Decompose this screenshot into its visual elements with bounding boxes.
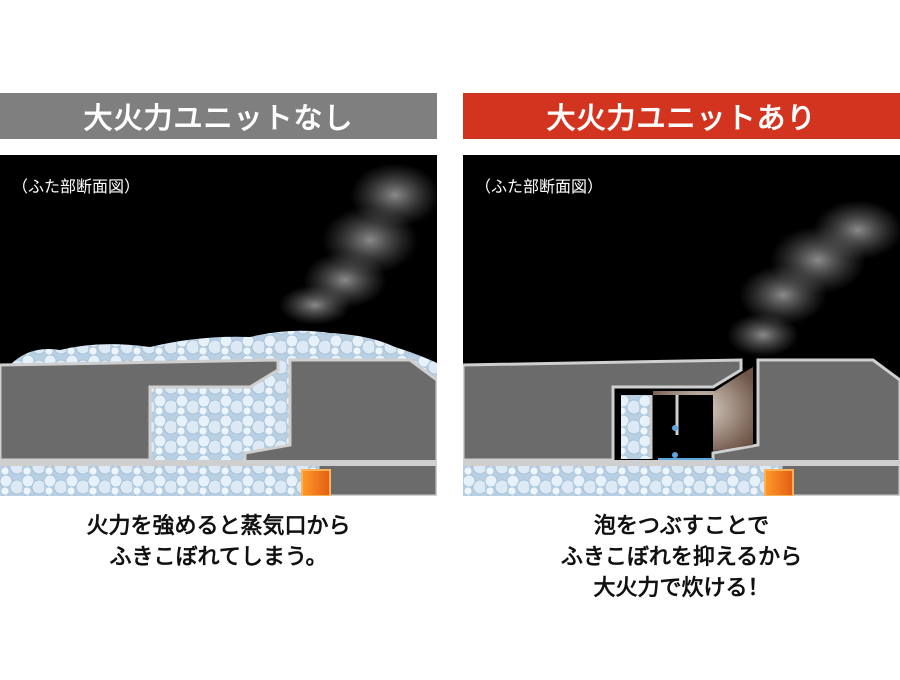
heater	[764, 469, 794, 496]
section-label: （ふた部断面図）	[475, 177, 604, 196]
banner-without-unit: 大火力ユニットなし	[0, 93, 437, 139]
inner-lid-plate	[463, 460, 900, 466]
caption-without-unit: 火力を強めると蒸気口から ふきこぼれてしまう。	[0, 511, 437, 573]
high-power-unit-chamber	[653, 367, 753, 451]
lid-diagram-with	[463, 200, 900, 496]
steam-cloud	[727, 200, 900, 357]
foam-pocket	[621, 395, 651, 459]
banner-with-unit: 大火力ユニットあり	[463, 93, 900, 139]
lid-cross-section-without-unit: （ふた部断面図）	[0, 155, 437, 496]
lid-cross-section-with-unit: （ふた部断面図）	[463, 155, 900, 496]
foam-in-channel	[158, 367, 285, 451]
inner-lid-plate	[0, 460, 437, 466]
caption-line: 泡をつぶすことで	[593, 514, 770, 539]
lid-body-left	[463, 358, 743, 462]
heater	[301, 469, 331, 496]
panel-with-unit: 大火力ユニットあり （ふた部断面図）	[463, 93, 900, 496]
section-label: （ふた部断面図）	[12, 177, 141, 196]
caption-line: ふきこぼれを抑えるから	[560, 545, 803, 570]
panel-without-unit: 大火力ユニットなし （ふた部断面図）	[0, 93, 437, 496]
steam-cloud	[279, 163, 437, 325]
caption-with-unit: 泡をつぶすことで ふきこぼれを抑えるから 大火力で炊ける！	[463, 511, 900, 604]
water-droplet	[672, 425, 678, 431]
lid-diagram-without	[0, 163, 437, 496]
water-droplet	[672, 452, 678, 458]
caption-line: ふきこぼれてしまう。	[109, 545, 328, 570]
caption-line: 火力を強めると蒸気口から	[86, 514, 351, 539]
caption-line: 大火力で炊ける！	[593, 576, 770, 601]
foam-in-pot	[0, 466, 318, 496]
foam-in-pot	[463, 466, 781, 496]
